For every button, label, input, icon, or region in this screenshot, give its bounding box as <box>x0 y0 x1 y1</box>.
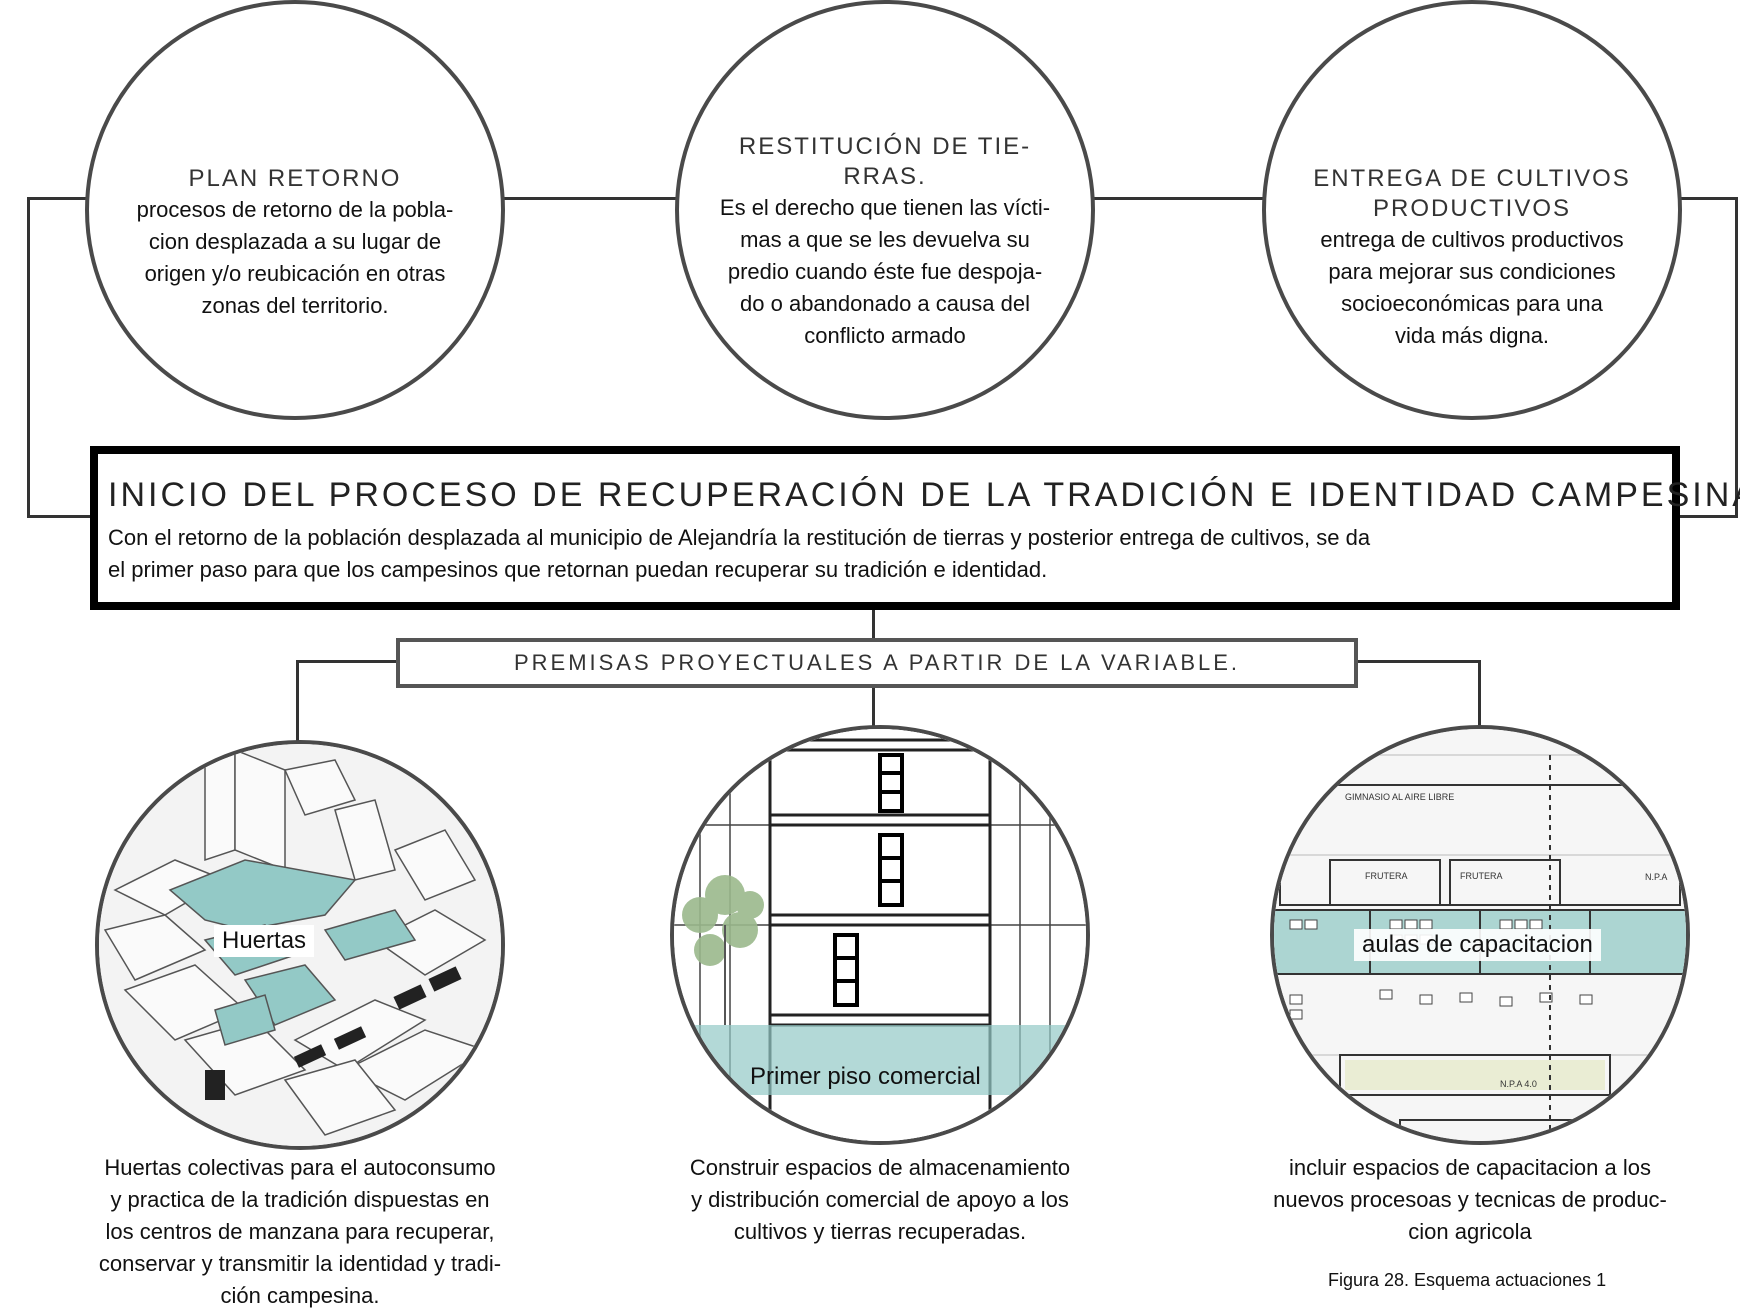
plan-label-frutera-2: FRUTERA <box>1460 871 1503 881</box>
circle-primer-piso: Primer piso comercial <box>670 725 1090 1145</box>
caption-line: Huertas colectivas para el autoconsumo <box>104 1155 496 1180</box>
circle-title: RRAS. <box>843 163 927 190</box>
connector-right-vertical <box>1735 197 1738 517</box>
circle-body-line: mas a que se les devuelva su <box>740 227 1030 252</box>
circle-body-line: vida más digna. <box>1394 323 1550 348</box>
connector-left-bottom <box>27 515 97 518</box>
caption-line: cion agricola <box>1408 1219 1532 1244</box>
caption-line: incluir espacios de capacitacion a los <box>1289 1155 1651 1180</box>
main-body: Con el retorno de la población desplazad… <box>108 522 1678 586</box>
main-process-box: INICIO DEL PROCESO DE RECUPERACIÓN DE LA… <box>90 446 1740 610</box>
circle-body-line: entrega de cultivos productivos <box>1320 227 1624 252</box>
circle-entrega-cultivos: ENTREGA DE CULTIVOS PRODUCTIVOS entrega … <box>1262 0 1682 420</box>
plan-label-gym: GIMNASIO AL AIRE LIBRE <box>1345 792 1454 802</box>
figure-caption: Figura 28. Esquema actuaciones 1 <box>1328 1270 1607 1290</box>
plan-label-npa-2: N.P.A 4.0 <box>1500 1079 1537 1089</box>
connector-premise-left <box>296 660 398 663</box>
circle-aulas: GIMNASIO AL AIRE LIBRE FRUTERA FRUTERA N… <box>1270 725 1690 1145</box>
main-title: INICIO DEL PROCESO DE RECUPERACIÓN DE LA… <box>108 476 1740 514</box>
caption-line: conservar y transmitir la identidad y tr… <box>98 1251 502 1276</box>
circle-title: PRODUCTIVOS <box>1372 195 1571 222</box>
connector-main-to-premise <box>872 610 875 640</box>
tag-aulas-capacitacion: aulas de capacitacion <box>1354 929 1601 961</box>
caption-line: cultivos y tierras recuperadas. <box>733 1219 1027 1244</box>
connector-premise-center-drop <box>872 688 875 740</box>
circle-body-line: conflicto armado <box>804 323 966 348</box>
circle-body-line: do o abandonado a causa del <box>740 291 1030 316</box>
building-facade-illustration <box>674 729 1086 1141</box>
circle-plan-retorno: PLAN RETORNO procesos de retorno de la p… <box>85 0 505 420</box>
caption-line: Construir espacios de almacenamiento <box>689 1155 1071 1180</box>
circle-title: PLAN RETORNO <box>188 165 402 192</box>
circle-huertas: Huertas <box>95 740 505 1150</box>
connector-right-bottom <box>1676 515 1738 518</box>
connector-left-top <box>27 197 97 200</box>
connector-premise-right-drop <box>1478 660 1481 750</box>
caption-huertas: Huertas colectivas para el autoconsumo y… <box>40 1152 560 1312</box>
circle-body-line: procesos de retorno de la pobla- <box>136 197 454 222</box>
caption-primer-piso: Construir espacios de almacenamiento y d… <box>620 1152 1140 1248</box>
connector-premise-right <box>1356 660 1480 663</box>
circle-title: ENTREGA DE CULTIVOS <box>1313 165 1631 192</box>
caption-line: los centros de manzana para recuperar, <box>105 1219 495 1244</box>
connector-circle-2-3 <box>1090 197 1270 200</box>
tag-huertas: Huertas <box>214 925 315 957</box>
main-body-line: el primer paso para que los campesinos q… <box>108 557 1048 582</box>
connector-right-top <box>1668 197 1738 200</box>
circle-body-line: zonas del territorio. <box>201 293 389 318</box>
caption-aulas: incluir espacios de capacitacion a los n… <box>1210 1152 1730 1248</box>
caption-line: nuevos procesoas y tecnicas de produc- <box>1273 1187 1667 1212</box>
floor-plan-illustration: GIMNASIO AL AIRE LIBRE FRUTERA FRUTERA N… <box>1274 729 1686 1141</box>
plan-label-frutera-1: FRUTERA <box>1365 871 1408 881</box>
main-body-line: Con el retorno de la población desplazad… <box>108 525 1371 550</box>
connector-left-vertical <box>27 197 30 517</box>
circle-body-line: origen y/o reubicación en otras <box>144 261 446 286</box>
circle-body-line: para mejorar sus condiciones <box>1328 259 1616 284</box>
connector-circle-1-2 <box>500 197 680 200</box>
caption-line: y practica de la tradición dispuestas en <box>110 1187 490 1212</box>
plan-label-npa-1: N.P.A <box>1645 872 1667 882</box>
caption-line: ción campesina. <box>220 1283 380 1308</box>
circle-restitucion: RESTITUCIÓN DE TIE- RRAS. Es el derecho … <box>675 0 1095 420</box>
connector-premise-left-drop <box>296 660 299 750</box>
circle-title: RESTITUCIÓN DE TIE- <box>738 133 1032 160</box>
caption-line: y distribución comercial de apoyo a los <box>691 1187 1069 1212</box>
circle-body-line: cion desplazada a su lugar de <box>148 229 442 254</box>
premise-title-box: PREMISAS PROYECTUALES A PARTIR DE LA VAR… <box>396 638 1358 688</box>
circle-body-line: Es el derecho que tienen las vícti- <box>719 195 1051 220</box>
circle-body-line: predio cuando éste fue despoja- <box>727 259 1043 284</box>
circle-body-line: socioeconómicas para una <box>1341 291 1603 316</box>
tag-primer-piso-comercial: Primer piso comercial <box>750 1063 981 1090</box>
